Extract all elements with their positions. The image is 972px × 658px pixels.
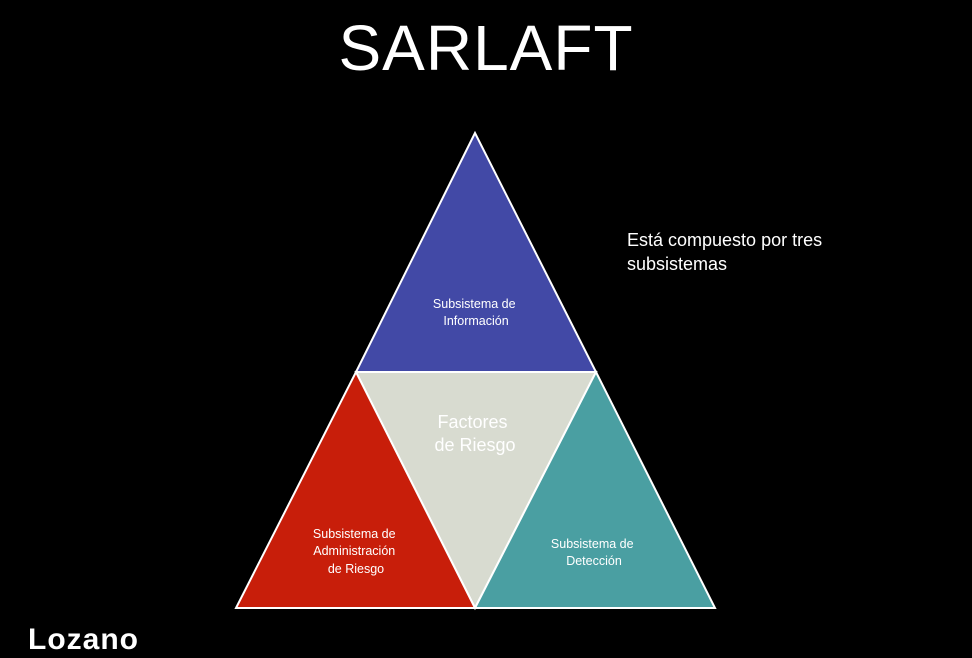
triangle-administracion bbox=[234, 369, 477, 609]
label-informacion: Subsistema de Información bbox=[433, 297, 519, 328]
label-factores-riesgo: Factores de Riesgo bbox=[434, 412, 515, 455]
slide-title: SARLAFT bbox=[338, 12, 634, 84]
label-administracion: Subsistema de Administración de Riesgo bbox=[313, 527, 399, 576]
side-note: Está compuesto por tres subsistemas bbox=[627, 230, 823, 274]
triangle-deteccion bbox=[473, 369, 717, 609]
lozano-logo: Lozano bbox=[28, 623, 139, 656]
label-deteccion: Subsistema de Detección bbox=[551, 537, 637, 568]
triangle-informacion bbox=[354, 130, 598, 373]
